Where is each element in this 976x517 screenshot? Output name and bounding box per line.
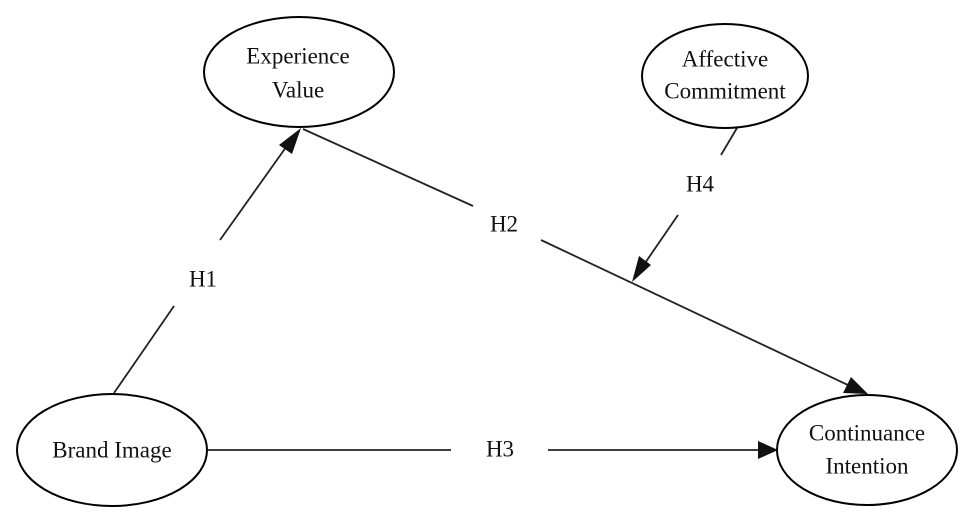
edge-h1-line-lower xyxy=(113,305,175,394)
node-experience-value: Experience Value xyxy=(203,16,395,128)
edge-h3-arrowhead xyxy=(758,441,778,459)
edge-h4-arrowhead xyxy=(632,256,651,282)
edge-h1-line-upper xyxy=(219,142,290,241)
node-affective-commitment-line1: Affective xyxy=(682,46,768,71)
edge-h1-label: H1 xyxy=(189,266,217,291)
node-continuance-intention-line2: Intention xyxy=(825,453,909,478)
edge-h4-line-upper xyxy=(720,127,738,156)
node-affective-commitment-line2: Commitment xyxy=(664,78,786,103)
edge-h2-label: H2 xyxy=(490,211,518,236)
edge-h2-line-lower xyxy=(540,239,851,387)
node-affective-commitment: Affective Commitment xyxy=(641,23,809,129)
edge-h3-label: H3 xyxy=(486,436,514,461)
node-continuance-intention: Continuance Intention xyxy=(776,394,958,506)
node-brand-image: Brand Image xyxy=(16,393,208,507)
node-brand-image-line1: Brand Image xyxy=(52,437,171,462)
node-experience-value-line1: Experience xyxy=(246,43,349,68)
edge-h4-line-lower xyxy=(642,214,679,267)
edge-h1-arrowhead xyxy=(279,128,301,154)
node-experience-value-line2: Value xyxy=(272,77,324,102)
edge-h2-line-upper xyxy=(302,128,474,207)
edge-h2-arrowhead xyxy=(843,377,868,394)
edge-h4-label: H4 xyxy=(686,171,715,196)
node-continuance-intention-line1: Continuance xyxy=(809,420,925,445)
